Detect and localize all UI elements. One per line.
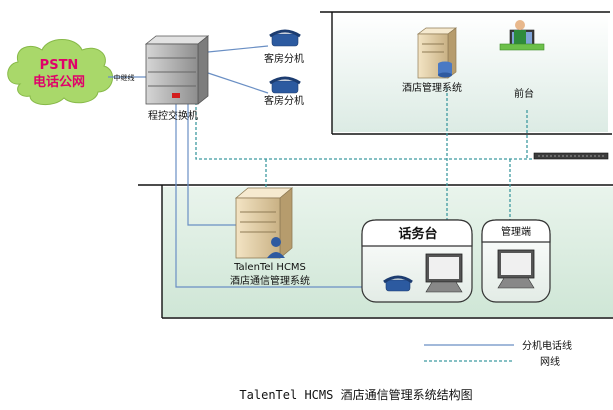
network-switch-icon bbox=[533, 152, 609, 160]
pbx-label: 程控交换机 bbox=[148, 109, 198, 122]
hotel-server-label: 酒店管理系统 bbox=[402, 81, 462, 94]
diagram-title: TalenTel HCMS 酒店通信管理系统结构图 bbox=[239, 387, 472, 402]
hotel-server-icon bbox=[416, 27, 458, 79]
hotel-lan-panel bbox=[320, 11, 612, 135]
guest-phone-label: 客房分机 bbox=[264, 52, 304, 65]
console-phone-icon bbox=[383, 275, 413, 292]
phone-icon bbox=[269, 76, 301, 94]
legend-network-label: 网线 bbox=[540, 355, 560, 368]
extension-lines bbox=[175, 45, 386, 288]
legend: 分机电话线 网线 bbox=[424, 339, 572, 368]
monitor-icon bbox=[497, 249, 535, 289]
pbx-icon bbox=[144, 35, 210, 105]
front-desk-label: 前台 bbox=[514, 87, 534, 100]
monitor-icon bbox=[425, 253, 463, 293]
pstn-network-label: 电话公网 bbox=[33, 74, 85, 90]
guest-phone-label: 客房分机 bbox=[264, 94, 304, 107]
hcms-system-label: 酒店通信管理系统 bbox=[230, 274, 310, 287]
operator-console-title: 话务台 bbox=[398, 226, 437, 242]
admin-terminal-title: 管理端 bbox=[501, 225, 531, 238]
hcms-product-label: TalenTel HCMS bbox=[233, 262, 306, 273]
pstn-label: PSTN bbox=[40, 58, 79, 73]
trunk-line: 中继线 bbox=[108, 73, 146, 82]
legend-extension-label: 分机电话线 bbox=[522, 339, 572, 352]
phone-icon bbox=[269, 29, 301, 47]
pstn-cloud: PSTN 电话公网 bbox=[7, 39, 113, 105]
trunk-label: 中继线 bbox=[114, 73, 135, 82]
hcms-server-icon bbox=[234, 187, 294, 259]
front-desk-icon bbox=[499, 20, 545, 51]
